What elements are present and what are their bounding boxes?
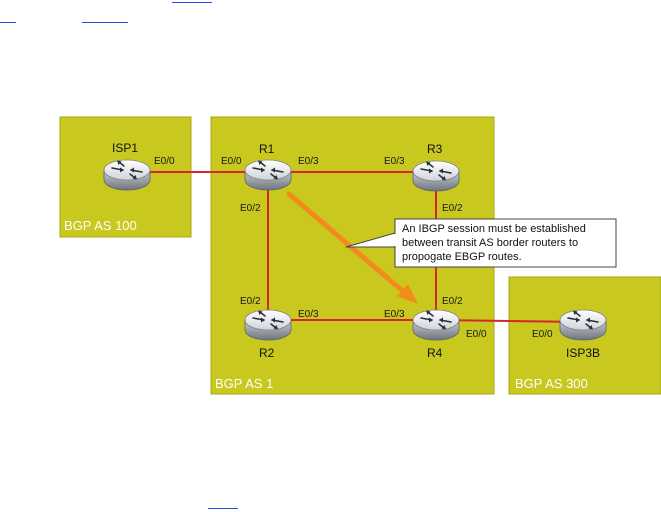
- router-label-r1: R1: [259, 142, 275, 156]
- port-label-r2-r4: E0/3: [298, 309, 319, 320]
- ibgp-callout: An IBGP session must be established betw…: [345, 218, 617, 268]
- callout-line-2: between transit AS border routers to: [402, 237, 578, 249]
- as-label-100: BGP AS 100: [64, 218, 137, 233]
- port-label-r4-r3: E0/2: [442, 296, 463, 307]
- port-label-r1-r2: E0/2: [240, 203, 261, 214]
- port-label-r4-r2: E0/3: [384, 309, 405, 320]
- callout-line-1: An IBGP session must be established: [402, 223, 586, 235]
- router-icon[interactable]: [244, 159, 292, 191]
- as-label-300: BGP AS 300: [515, 376, 588, 391]
- port-label-r3-r4: E0/2: [442, 203, 463, 214]
- router-label-r2: R2: [259, 346, 275, 360]
- router-label-r3: R3: [427, 142, 443, 156]
- router-icon[interactable]: [412, 160, 460, 192]
- link-stub-top-2[interactable]: [0, 22, 16, 23]
- port-label-r2-r1: E0/2: [240, 296, 261, 307]
- router-icon[interactable]: [412, 309, 460, 341]
- router-label-isp3b: ISP3B: [566, 346, 600, 360]
- router-label-isp1: ISP1: [112, 141, 138, 155]
- link-stub-top-1[interactable]: [172, 2, 212, 3]
- port-label-r1-isp1: E0/0: [221, 156, 242, 167]
- link-stub-top-3[interactable]: [82, 22, 128, 23]
- port-label-r3-r1: E0/3: [384, 156, 405, 167]
- router-icon[interactable]: [244, 309, 292, 341]
- link-r4-isp3b: [435, 319, 584, 323]
- port-label-isp3b-r4: E0/0: [532, 329, 553, 340]
- port-label-r1-r3: E0/3: [298, 156, 319, 167]
- callout-line-3: propogate EBGP routes.: [402, 251, 522, 263]
- ibgp-session-arrow: [286, 191, 418, 304]
- router-icon[interactable]: [559, 309, 607, 341]
- router-icon[interactable]: [103, 159, 151, 191]
- port-label-r4-isp3b: E0/0: [466, 329, 487, 340]
- port-label-isp1-r1: E0/0: [154, 156, 175, 167]
- as-label-1: BGP AS 1: [215, 376, 273, 391]
- router-label-r4: R4: [427, 346, 443, 360]
- link-stub-bottom[interactable]: [208, 508, 238, 509]
- as-box-100: [59, 116, 192, 238]
